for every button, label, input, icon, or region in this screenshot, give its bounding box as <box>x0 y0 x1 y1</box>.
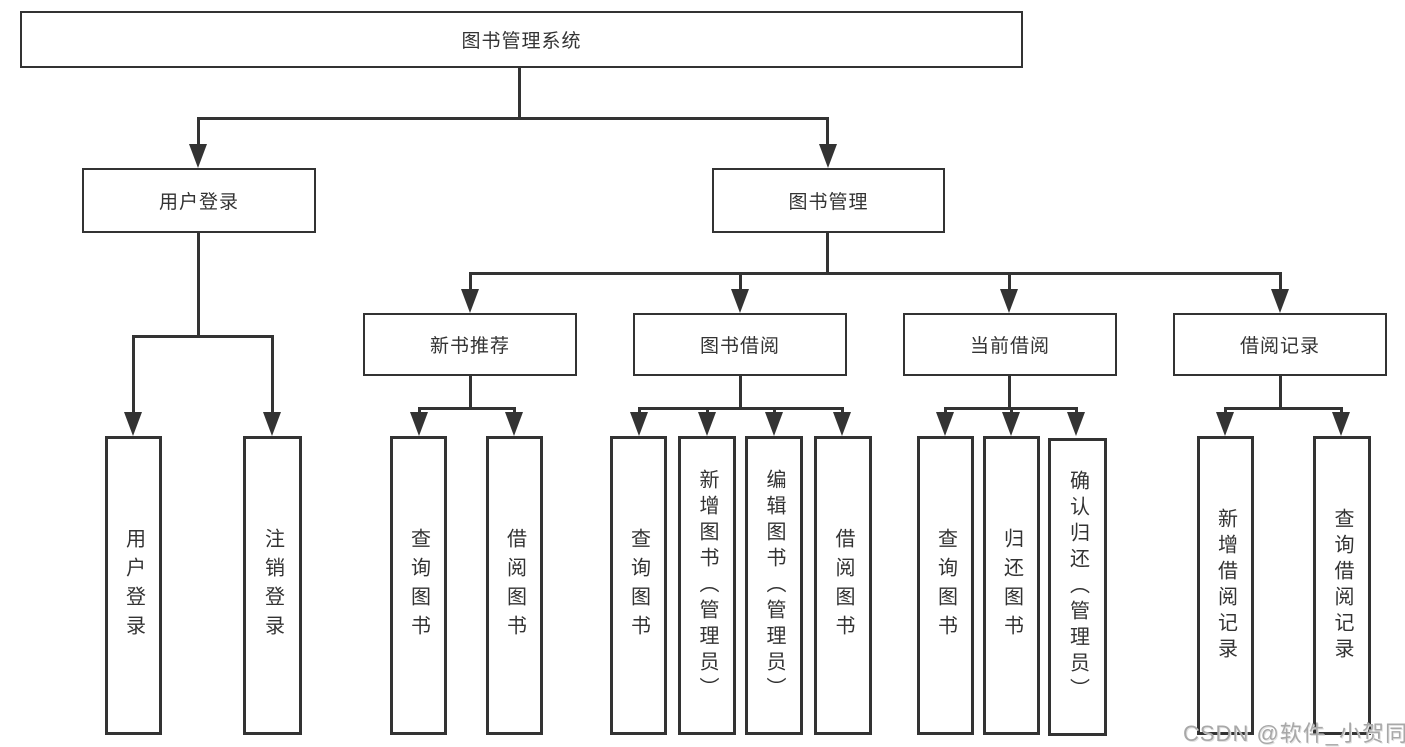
leaf-query-books: 查询图书 <box>610 436 667 735</box>
connector-line <box>197 233 200 337</box>
connector-line <box>773 407 776 416</box>
connector-line <box>1075 407 1078 416</box>
leaf-borrow-books-label: 借阅图书 <box>503 527 526 644</box>
arrow-down-icon <box>189 144 207 168</box>
leaf-borrow-books: 借阅图书 <box>814 436 872 735</box>
leaf-borrow-books-label: 借阅图书 <box>832 527 854 644</box>
arrow-down-icon <box>765 412 783 436</box>
arrow-down-icon <box>461 289 479 313</box>
arrow-down-icon <box>1216 412 1234 436</box>
connector-line <box>1340 407 1343 416</box>
connector-line <box>706 407 709 416</box>
leaf-confirm-return-admin-label: 确认归还（管理员） <box>1066 470 1089 704</box>
node-user-login: 用户登录 <box>82 168 316 233</box>
connector-line <box>271 335 274 415</box>
arrow-down-icon <box>505 412 523 436</box>
arrow-down-icon <box>1067 412 1085 436</box>
leaf-user-login-label: 用户登录 <box>122 527 145 644</box>
arrow-down-icon <box>833 412 851 436</box>
leaf-add-books-admin-label: 新增图书（管理员） <box>696 468 718 703</box>
connector-line <box>1224 407 1342 410</box>
node-user-login-label: 用户登录 <box>158 192 239 213</box>
connector-line <box>197 117 200 147</box>
arrow-down-icon <box>698 412 716 436</box>
node-borrowing-records-label: 借阅记录 <box>1239 336 1320 357</box>
connector-line <box>739 376 742 410</box>
arrow-down-icon <box>630 412 648 436</box>
node-book-management-label: 图书管理 <box>788 192 869 213</box>
leaf-add-borrow-record: 新增借阅记录 <box>1197 436 1254 735</box>
connector-line <box>1224 407 1227 416</box>
arrow-down-icon <box>936 412 954 436</box>
connector-line <box>132 335 135 415</box>
connector-line <box>638 407 844 410</box>
connector-line <box>132 335 273 338</box>
connector-line <box>518 68 521 119</box>
leaf-confirm-return-admin: 确认归还（管理员） <box>1048 438 1107 736</box>
connector-line <box>1008 376 1011 410</box>
leaf-return-books-label: 归还图书 <box>1000 527 1023 644</box>
node-root-label: 图书管理系统 <box>461 31 582 52</box>
node-borrowing-records: 借阅记录 <box>1173 313 1387 376</box>
node-current-borrowing-label: 当前借阅 <box>969 336 1050 357</box>
node-book-management: 图书管理 <box>712 168 945 233</box>
leaf-logout: 注销登录 <box>243 436 302 735</box>
connector-line <box>826 233 829 274</box>
leaf-return-books: 归还图书 <box>983 436 1040 735</box>
leaf-add-books-admin: 新增图书（管理员） <box>678 436 736 735</box>
connector-line <box>739 272 742 290</box>
leaf-edit-books-admin-label: 编辑图书（管理员） <box>763 468 785 703</box>
leaf-query-books-label: 查询图书 <box>934 527 957 644</box>
arrow-down-icon <box>410 412 428 436</box>
leaf-query-books: 查询图书 <box>390 436 447 735</box>
connector-line <box>418 407 516 410</box>
arrow-down-icon <box>1000 289 1018 313</box>
connector-line <box>826 117 829 147</box>
connector-line <box>1010 407 1013 416</box>
node-book-borrowing-label: 图书借阅 <box>699 336 780 357</box>
connector-line <box>513 407 516 416</box>
arrow-down-icon <box>1332 412 1350 436</box>
leaf-user-login: 用户登录 <box>105 436 162 735</box>
connector-line <box>197 117 829 120</box>
node-new-book-recommendation-label: 新书推荐 <box>429 336 510 357</box>
arrow-down-icon <box>819 144 837 168</box>
arrow-down-icon <box>731 289 749 313</box>
leaf-edit-books-admin: 编辑图书（管理员） <box>745 436 803 735</box>
node-book-borrowing: 图书借阅 <box>633 313 847 376</box>
connector-line <box>841 407 844 416</box>
leaf-query-books-label: 查询图书 <box>407 527 430 644</box>
leaf-add-borrow-record-label: 新增借阅记录 <box>1214 507 1237 664</box>
node-current-borrowing: 当前借阅 <box>903 313 1117 376</box>
leaf-query-books: 查询图书 <box>917 436 974 735</box>
connector-line <box>1008 272 1011 290</box>
connector-line <box>638 407 641 416</box>
arrow-down-icon <box>1271 289 1289 313</box>
arrow-down-icon <box>124 412 142 436</box>
leaf-logout-label: 注销登录 <box>261 527 284 644</box>
connector-line <box>944 407 947 416</box>
connector-line <box>1279 272 1282 290</box>
connector-line <box>469 272 472 290</box>
leaf-query-borrow-record-label: 查询借阅记录 <box>1331 507 1353 664</box>
arrow-down-icon <box>263 412 281 436</box>
leaf-query-borrow-record: 查询借阅记录 <box>1313 436 1371 735</box>
connector-line <box>418 407 421 416</box>
node-new-book-recommendation: 新书推荐 <box>363 313 577 376</box>
csdn-watermark: CSDN @软件_小贺同学 <box>1183 721 1405 746</box>
connector-line <box>469 272 1281 275</box>
connector-line <box>1279 376 1282 410</box>
node-root: 图书管理系统 <box>20 11 1023 68</box>
arrow-down-icon <box>1002 412 1020 436</box>
leaf-borrow-books: 借阅图书 <box>486 436 543 735</box>
connector-line <box>469 376 472 410</box>
leaf-query-books-label: 查询图书 <box>627 527 650 644</box>
